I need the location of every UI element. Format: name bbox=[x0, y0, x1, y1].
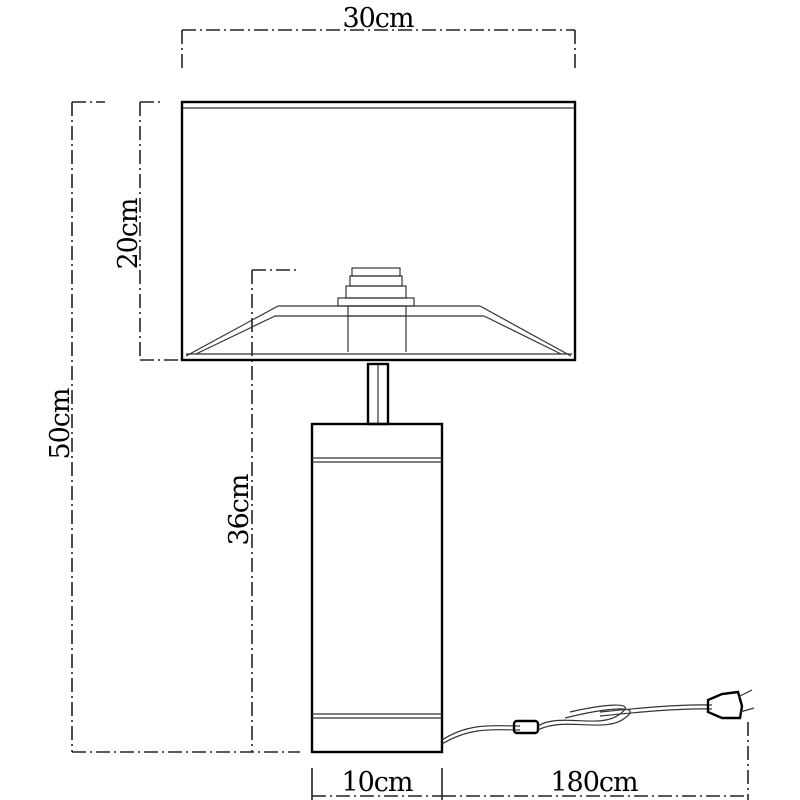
power-cable bbox=[441, 689, 755, 745]
cable-length-label: 180cm bbox=[550, 767, 638, 798]
lamp-shade bbox=[180, 100, 577, 362]
lamp-stem bbox=[366, 362, 390, 426]
cable-length-dimension: 180cm bbox=[442, 722, 749, 800]
total-height-dimension: 50cm bbox=[45, 101, 300, 753]
lamp-base bbox=[310, 422, 444, 754]
base-height-label: 36cm bbox=[224, 474, 255, 545]
plug-icon bbox=[706, 689, 755, 720]
shade-width-label: 30cm bbox=[342, 3, 413, 34]
base-width-label: 10cm bbox=[341, 767, 412, 798]
base-width-dimension: 10cm bbox=[311, 767, 443, 800]
shade-height-dimension: 20cm bbox=[113, 101, 182, 361]
bulb-socket bbox=[337, 267, 415, 352]
total-height-label: 50cm bbox=[45, 388, 76, 459]
inline-switch-icon bbox=[512, 719, 540, 735]
shade-height-label: 20cm bbox=[113, 198, 144, 269]
base-height-dimension: 36cm bbox=[224, 269, 296, 752]
shade-width-dimension: 30cm bbox=[181, 3, 576, 72]
